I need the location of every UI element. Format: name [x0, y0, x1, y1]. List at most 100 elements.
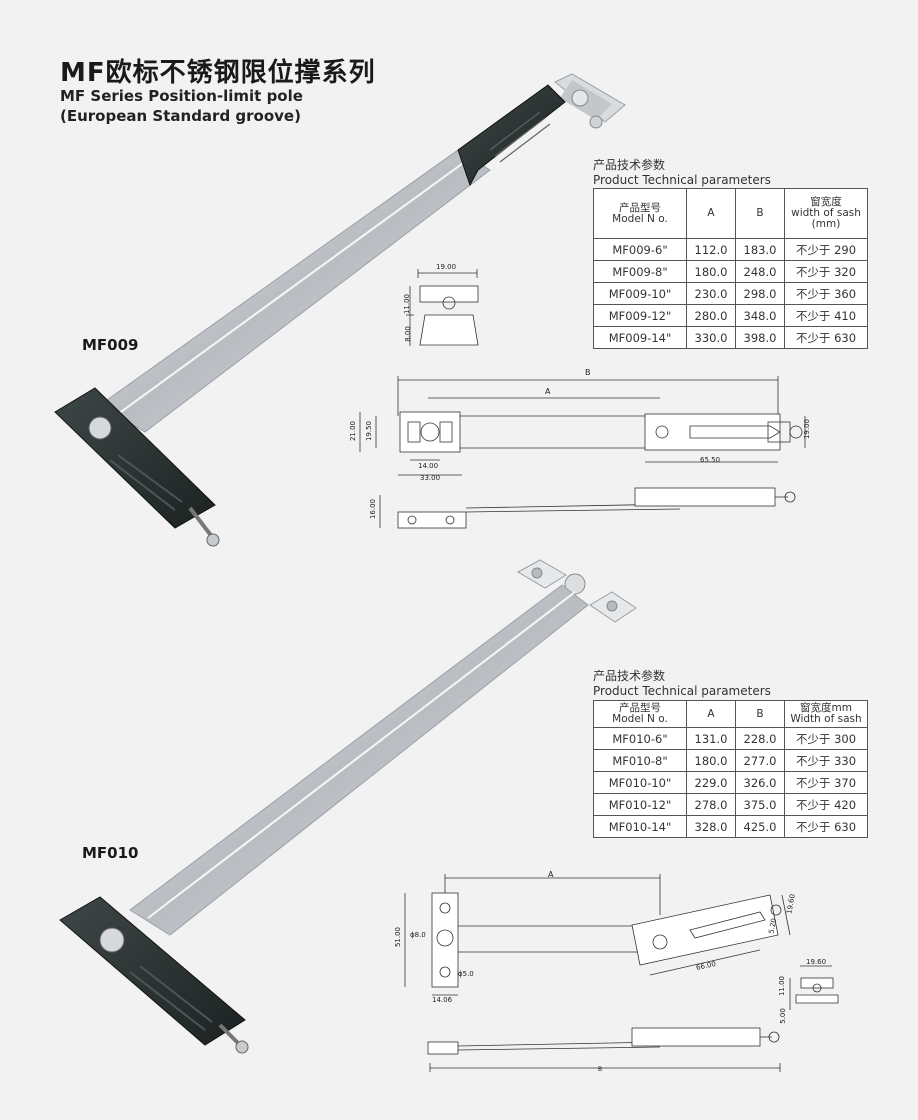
table-row: MF009-14" 330.0 398.0 不少于 630 — [593, 326, 868, 349]
page-title-en-line1: MF Series Position-limit pole — [60, 87, 303, 105]
mf009-dim-top-h2: 8.00 — [403, 326, 412, 342]
mf009-dim-h16: 16.00 — [369, 498, 378, 520]
table-cell: MF009-14" — [593, 326, 687, 349]
mf009-dim-h19: 19.00 — [803, 418, 812, 440]
page-title-en-line2: (European Standard groove) — [60, 107, 301, 125]
table-cell: MF010-6" — [593, 727, 687, 750]
mf009-col-width-cn: 窗宽度 — [810, 196, 842, 208]
mf009-plan-drawing — [359, 376, 806, 476]
table-cell: MF009-10" — [593, 282, 687, 305]
mf009-dim-w65-5: 65.50 — [700, 456, 721, 464]
table-cell: 183.0 — [735, 238, 785, 261]
table-cell: 不少于 330 — [784, 749, 868, 772]
mf010-dim-h51: 51.00 — [394, 926, 403, 948]
table-cell: 不少于 370 — [784, 771, 868, 794]
mf010-dim-side-h1: 11.00 — [778, 975, 787, 997]
mf010-dim-side-w: 19.60 — [806, 958, 827, 966]
table-cell: MF009-6" — [593, 238, 687, 261]
mf009-dim-h21: 21.00 — [349, 420, 358, 442]
table-cell: 280.0 — [686, 304, 736, 327]
mf009-side-drawing — [379, 487, 796, 529]
mf010-plan-drawing — [404, 874, 791, 996]
table-cell: 328.0 — [686, 815, 736, 838]
table-cell: 131.0 — [686, 727, 736, 750]
mf009-dim-w14: 14.00 — [418, 462, 439, 470]
mf010-dim-d5: ϕ5.0 — [458, 970, 474, 978]
mf010-photo — [59, 559, 637, 1054]
mf009-col-b: B — [735, 188, 785, 239]
table-cell: MF009-8" — [593, 260, 687, 283]
mf009-dim-h19-5: 19.50 — [365, 420, 374, 442]
table-cell: 不少于 410 — [784, 304, 868, 327]
table-cell: 248.0 — [735, 260, 785, 283]
table-cell: 180.0 — [686, 260, 736, 283]
mf010-dim-d5-value: 5.0 — [462, 970, 474, 978]
table-row: MF010-12" 278.0 375.0 不少于 420 — [593, 793, 868, 816]
mf009-dim-w33: 33.00 — [420, 474, 441, 482]
mf009-col-model: 产品型号 Model N o. — [593, 188, 687, 239]
table-cell: 不少于 630 — [784, 815, 868, 838]
mf010-col-model-en: Model N o. — [612, 713, 668, 725]
mf009-col-model-en: Model N o. — [612, 212, 668, 225]
mf010-side-view — [789, 965, 839, 1010]
table-row: MF009-12" 280.0 348.0 不少于 410 — [593, 304, 868, 327]
table-cell: 不少于 290 — [784, 238, 868, 261]
mf010-dim-d8-value: 8.0 — [414, 931, 426, 939]
table-cell: 326.0 — [735, 771, 785, 794]
mf009-dim-b: B — [585, 368, 591, 377]
table-cell: 425.0 — [735, 815, 785, 838]
mf009-col-width-unit: (mm) — [811, 218, 841, 230]
mf010-dim-w14-06: 14.06 — [432, 996, 453, 1004]
mf009-photo — [54, 73, 626, 547]
mf010-col-b: B — [735, 700, 785, 728]
mf010-spec-heading-en: Product Technical parameters — [593, 684, 771, 698]
mf010-col-model: 产品型号 Model N o. — [593, 700, 687, 728]
table-cell: 不少于 420 — [784, 793, 868, 816]
table-cell: 348.0 — [735, 304, 785, 327]
table-cell: 330.0 — [686, 326, 736, 349]
table-cell: 228.0 — [735, 727, 785, 750]
table-row: MF010-14" 328.0 425.0 不少于 630 — [593, 815, 868, 838]
table-row: MF010-10" 229.0 326.0 不少于 370 — [593, 771, 868, 794]
mf009-dim-top-h1: 11.00 — [403, 293, 412, 315]
table-cell: 277.0 — [735, 749, 785, 772]
table-cell: 278.0 — [686, 793, 736, 816]
table-cell: 不少于 630 — [784, 326, 868, 349]
mf009-spec-heading: 产品技术参数 Product Technical parameters — [593, 158, 771, 188]
mf010-dim-b: B — [598, 1066, 603, 1073]
mf010-side-drawing — [427, 1027, 781, 1072]
mf009-spec-table: 产品型号 Model N o. A B 窗宽度 width of sash (m… — [593, 188, 868, 349]
table-cell: MF010-14" — [593, 815, 687, 838]
table-cell: 不少于 360 — [784, 282, 868, 305]
mf010-dim-d8: ϕ8.0 — [410, 931, 426, 939]
table-row: MF009-6" 112.0 183.0 不少于 290 — [593, 238, 868, 261]
table-cell: 112.0 — [686, 238, 736, 261]
table-cell: 229.0 — [686, 771, 736, 794]
mf009-model-label: MF009 — [82, 336, 139, 354]
mf009-col-width-en: width of sash — [791, 207, 861, 219]
table-cell: 230.0 — [686, 282, 736, 305]
mf010-spec-table: 产品型号 Model N o. A B 窗宽度mm Width of sash … — [593, 700, 868, 838]
mf009-dim-top-width: 19.00 — [436, 263, 457, 271]
table-row: MF009-10" 230.0 298.0 不少于 360 — [593, 282, 868, 305]
mf010-col-width-en: Width of sash — [790, 713, 862, 725]
mf010-dim-side-h2: 5.00 — [778, 1008, 787, 1024]
mf009-col-a: A — [686, 188, 736, 239]
table-cell: MF010-12" — [593, 793, 687, 816]
mf010-spec-heading: 产品技术参数 Product Technical parameters — [593, 669, 771, 699]
mf010-spec-heading-cn: 产品技术参数 — [593, 669, 666, 683]
table-row: MF009-8" 180.0 248.0 不少于 320 — [593, 260, 868, 283]
table-cell: 不少于 300 — [784, 727, 868, 750]
mf010-col-width-cn: 窗宽度mm — [800, 702, 852, 714]
mf010-model-label: MF010 — [82, 844, 139, 862]
mf010-col-a: A — [686, 700, 736, 728]
table-cell: 398.0 — [735, 326, 785, 349]
table-cell: 180.0 — [686, 749, 736, 772]
table-cell: 不少于 320 — [784, 260, 868, 283]
mf010-col-width: 窗宽度mm Width of sash — [784, 700, 868, 728]
mf009-spec-heading-en: Product Technical parameters — [593, 173, 771, 187]
mf009-dim-a: A — [545, 387, 551, 396]
table-cell: MF009-12" — [593, 304, 687, 327]
table-row: MF010-6" 131.0 228.0 不少于 300 — [593, 727, 868, 750]
